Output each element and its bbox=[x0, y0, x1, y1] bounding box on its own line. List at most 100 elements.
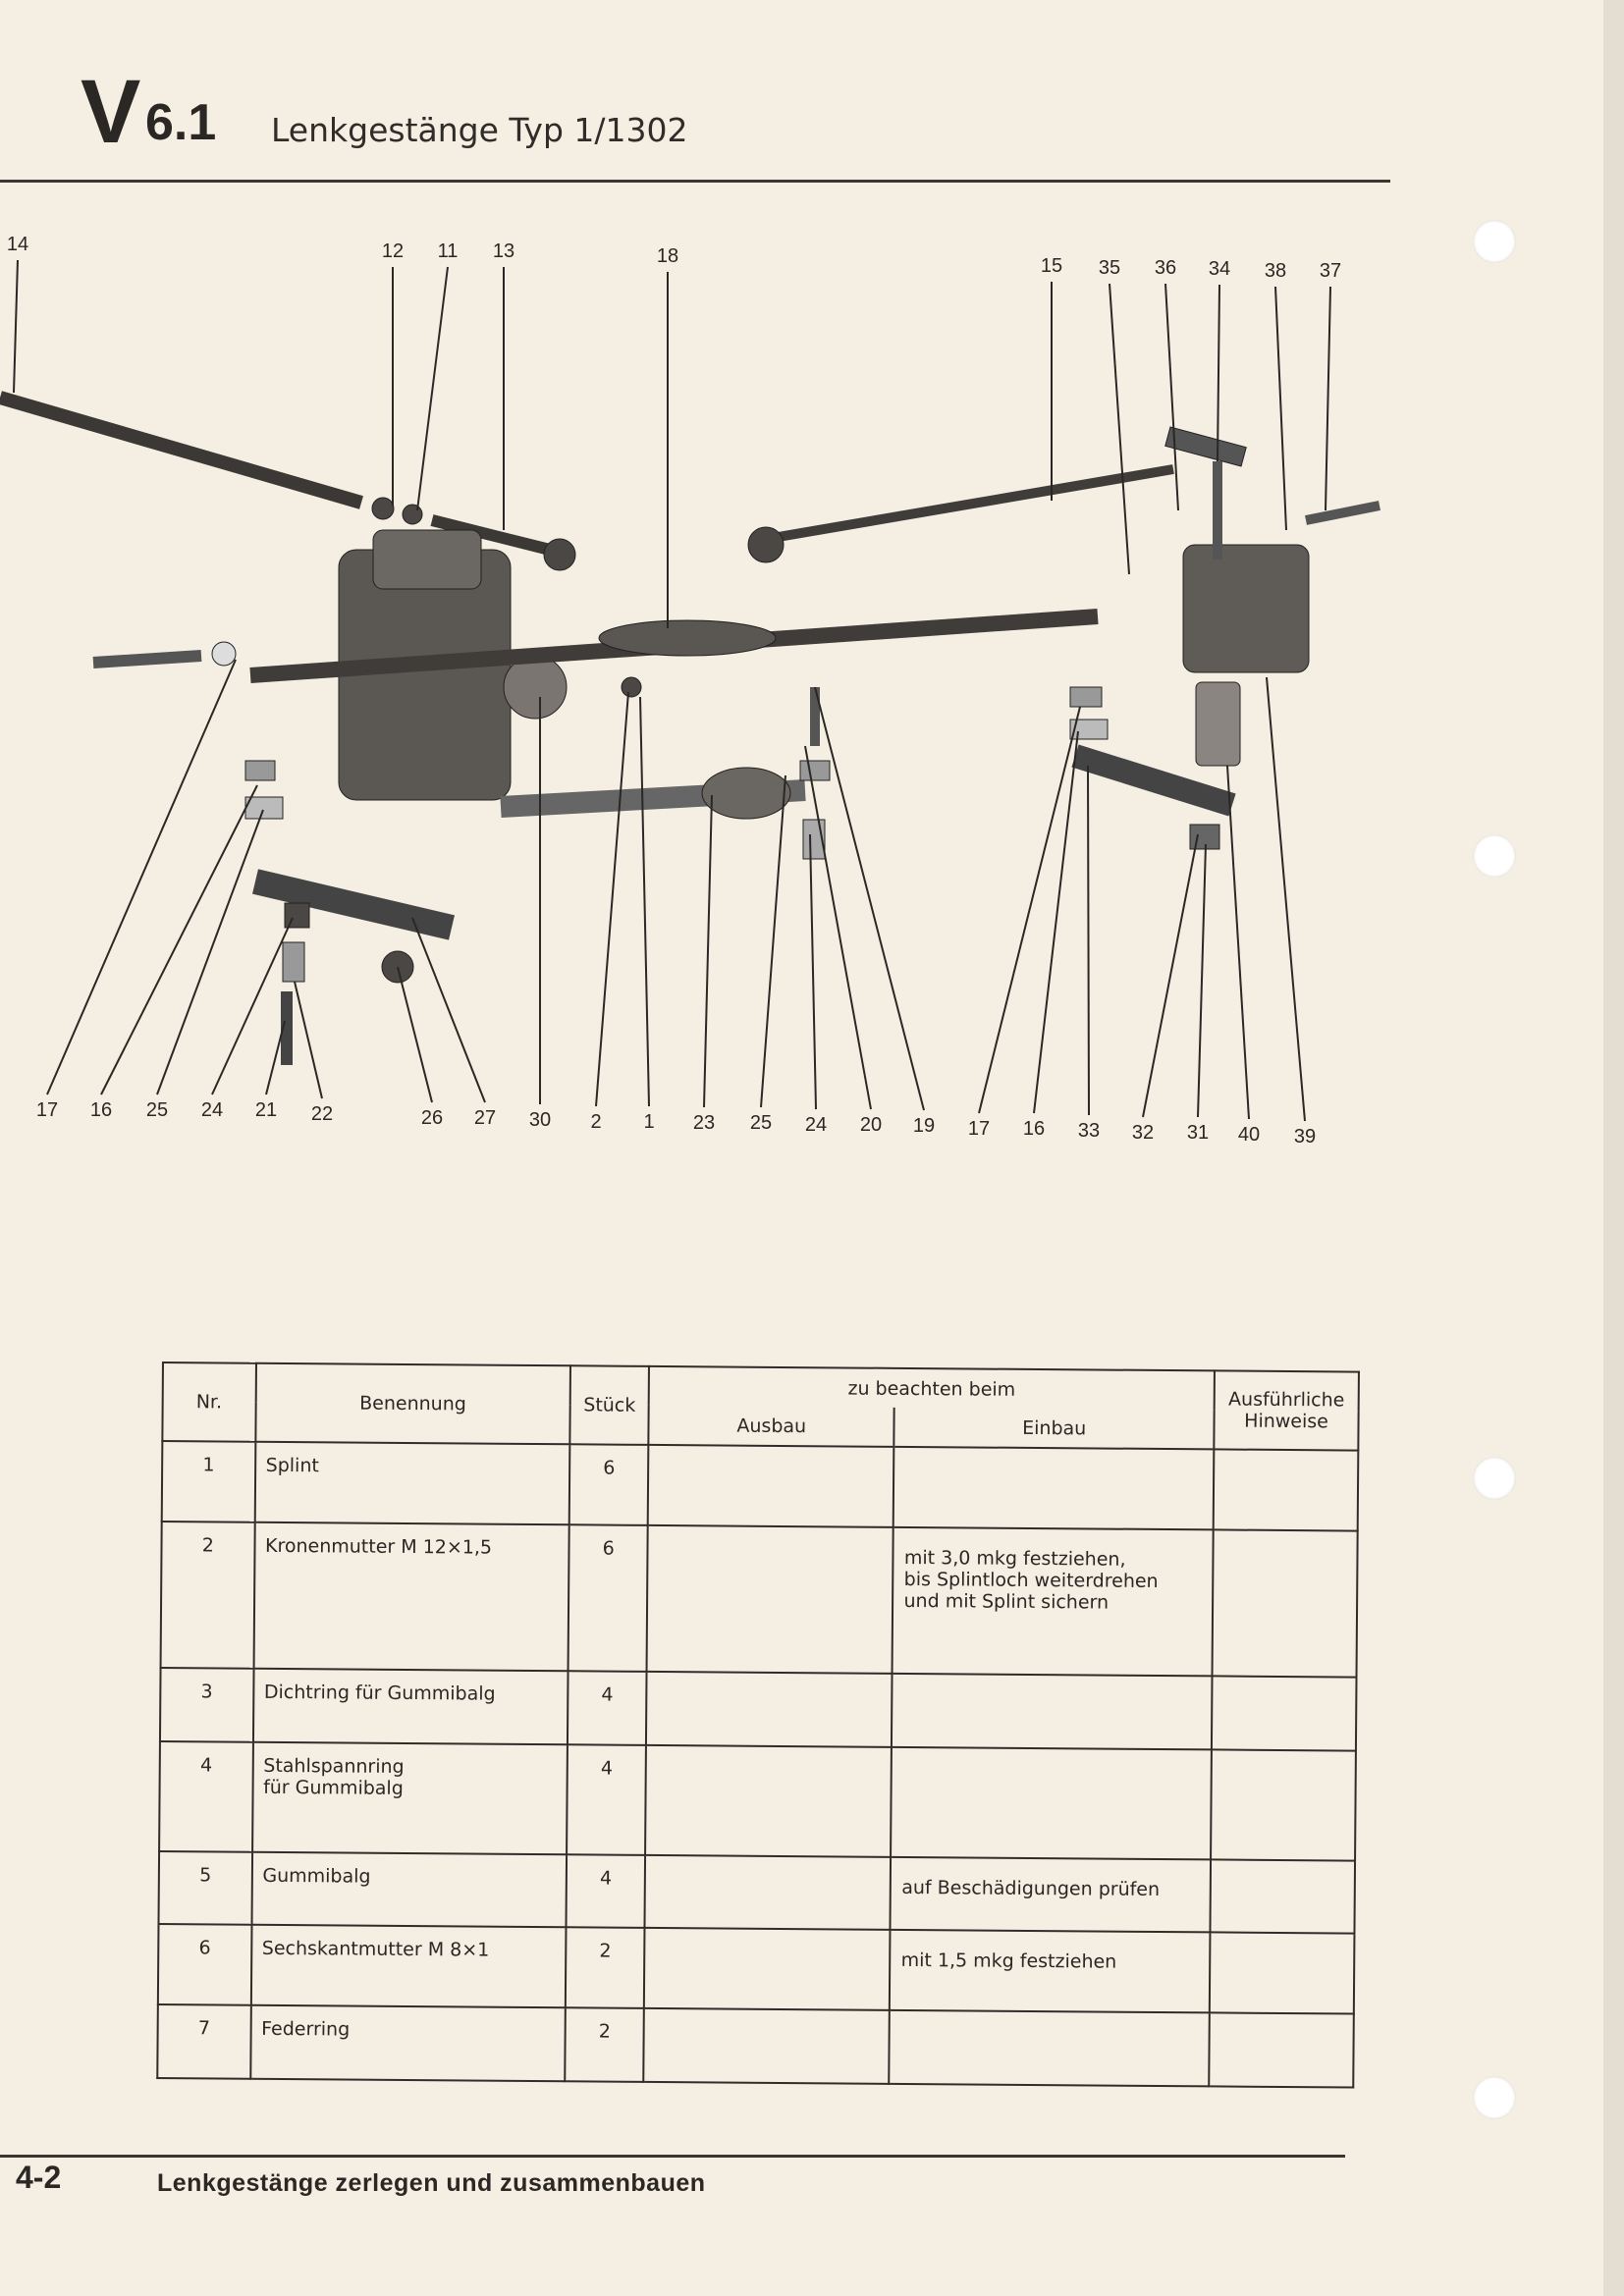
callout-label: 24 bbox=[805, 1114, 827, 1136]
header-name: Benennung bbox=[254, 1362, 571, 1445]
callout-label: 36 bbox=[1155, 257, 1176, 279]
callout-leader-line bbox=[1226, 765, 1250, 1120]
callout-label: 18 bbox=[657, 245, 678, 267]
callout-label: 40 bbox=[1238, 1124, 1260, 1146]
cell-name: Stahlspannring für Gummibalg bbox=[251, 1741, 568, 1855]
callout-leader-line bbox=[156, 809, 264, 1095]
callout-leader-line bbox=[1109, 283, 1130, 575]
callout-label: 31 bbox=[1187, 1122, 1209, 1144]
cell-removal bbox=[646, 1524, 894, 1674]
callout-label: 25 bbox=[146, 1099, 168, 1121]
cell-install bbox=[891, 1746, 1212, 1860]
page-title: Lenkgestänge Typ 1/1302 bbox=[271, 111, 688, 149]
callout-leader-line bbox=[1325, 286, 1331, 511]
callout-label: 34 bbox=[1209, 258, 1230, 280]
callout-label: 17 bbox=[36, 1099, 58, 1121]
callout-leader-line bbox=[978, 706, 1081, 1114]
header-qty: Stück bbox=[569, 1365, 650, 1445]
callout-leader-line bbox=[1142, 833, 1199, 1118]
cell-nr: 3 bbox=[159, 1667, 254, 1742]
callout-leader-line bbox=[1087, 765, 1090, 1116]
steering-linkage-parts bbox=[0, 391, 1380, 1065]
callout-label: 2 bbox=[590, 1111, 601, 1133]
callout-leader-line bbox=[211, 917, 294, 1095]
sector-shaft bbox=[503, 655, 568, 720]
nut-11 bbox=[402, 504, 423, 525]
punch-hole bbox=[1473, 834, 1516, 878]
section-number: 6.1 bbox=[145, 94, 217, 151]
cell-details bbox=[1211, 1676, 1357, 1751]
callout-label: 37 bbox=[1320, 260, 1341, 282]
header-removal: Ausbau bbox=[648, 1405, 895, 1447]
punch-hole bbox=[1473, 220, 1516, 263]
cell-name: Dichtring für Gummibalg bbox=[252, 1668, 568, 1745]
header-details: Ausführliche Hinweise bbox=[1214, 1370, 1359, 1451]
callout-leader-line bbox=[595, 691, 629, 1107]
callout-leader-line bbox=[13, 259, 19, 394]
punch-hole bbox=[1473, 2076, 1516, 2119]
bracket-34 bbox=[1164, 426, 1247, 467]
callout-label: 24 bbox=[201, 1099, 223, 1121]
callout-leader-line bbox=[760, 774, 786, 1108]
callout-label: 14 bbox=[7, 234, 28, 255]
steering-box-cover bbox=[372, 529, 482, 590]
cell-qty: 4 bbox=[568, 1671, 647, 1745]
callout-leader-line bbox=[814, 686, 925, 1111]
tie-rod-end-13 bbox=[430, 514, 552, 556]
callout-label: 33 bbox=[1078, 1120, 1100, 1142]
drop-arm-27 bbox=[252, 869, 455, 940]
callout-leader-line bbox=[1164, 283, 1179, 511]
cell-removal bbox=[645, 1744, 893, 1857]
cell-removal bbox=[643, 2007, 891, 2084]
cell-removal bbox=[647, 1444, 894, 1527]
cell-install: mit 1,5 mkg festziehen bbox=[890, 1929, 1211, 2013]
punch-hole bbox=[1473, 1457, 1516, 1500]
section-letter: V bbox=[81, 62, 140, 162]
cell-qty: 2 bbox=[565, 2007, 644, 2082]
callout-label: 16 bbox=[1023, 1118, 1045, 1140]
parts-table: Nr. Benennung Stück zu beachten beim Aus… bbox=[156, 1362, 1360, 2089]
seal-16 bbox=[244, 760, 276, 781]
cell-nr: 5 bbox=[158, 1850, 252, 1925]
bushing-24 bbox=[282, 941, 305, 983]
bolt-37 bbox=[1305, 501, 1380, 525]
callout-label: 21 bbox=[255, 1099, 277, 1121]
header-install: Einbau bbox=[893, 1407, 1215, 1450]
callout-leader-line bbox=[397, 966, 433, 1103]
cell-nr: 6 bbox=[157, 1923, 252, 2005]
adjuster-sleeve bbox=[598, 619, 777, 657]
callout-leader-line bbox=[1197, 843, 1207, 1118]
callout-leader-line bbox=[1266, 676, 1306, 1122]
callout-label: 35 bbox=[1099, 257, 1120, 279]
cell-install: auf Beschädigungen prüfen bbox=[890, 1856, 1212, 1933]
cell-name: Gummibalg bbox=[251, 1851, 568, 1928]
header-note-group: zu beachten beim bbox=[648, 1365, 1215, 1411]
callout-label: 25 bbox=[750, 1112, 772, 1134]
cell-nr: 2 bbox=[160, 1522, 255, 1669]
ring-25c bbox=[799, 760, 831, 781]
damper-boot bbox=[701, 767, 791, 820]
cell-qty: 6 bbox=[568, 1524, 648, 1672]
tie-rod-15 bbox=[760, 464, 1174, 545]
callout-leader-line bbox=[46, 659, 237, 1095]
callout-label: 23 bbox=[693, 1112, 715, 1134]
ball-joint-13 bbox=[543, 538, 576, 571]
page-edge bbox=[1603, 0, 1624, 2296]
tie-rod-14 bbox=[0, 391, 363, 509]
ring-25b bbox=[1069, 719, 1109, 740]
callout-label: 30 bbox=[529, 1109, 551, 1131]
bolt-17 bbox=[92, 650, 202, 668]
cell-nr: 1 bbox=[161, 1441, 255, 1522]
seal-16b bbox=[1069, 686, 1103, 708]
callout-label: 12 bbox=[382, 240, 404, 262]
cell-name: Splint bbox=[254, 1441, 570, 1525]
callout-leader-line bbox=[411, 917, 486, 1103]
cell-name: Kronenmutter M 12×1,5 bbox=[253, 1522, 569, 1672]
callout-leader-line bbox=[294, 981, 323, 1099]
cell-removal bbox=[644, 1854, 892, 1930]
callout-label: 13 bbox=[493, 240, 514, 262]
